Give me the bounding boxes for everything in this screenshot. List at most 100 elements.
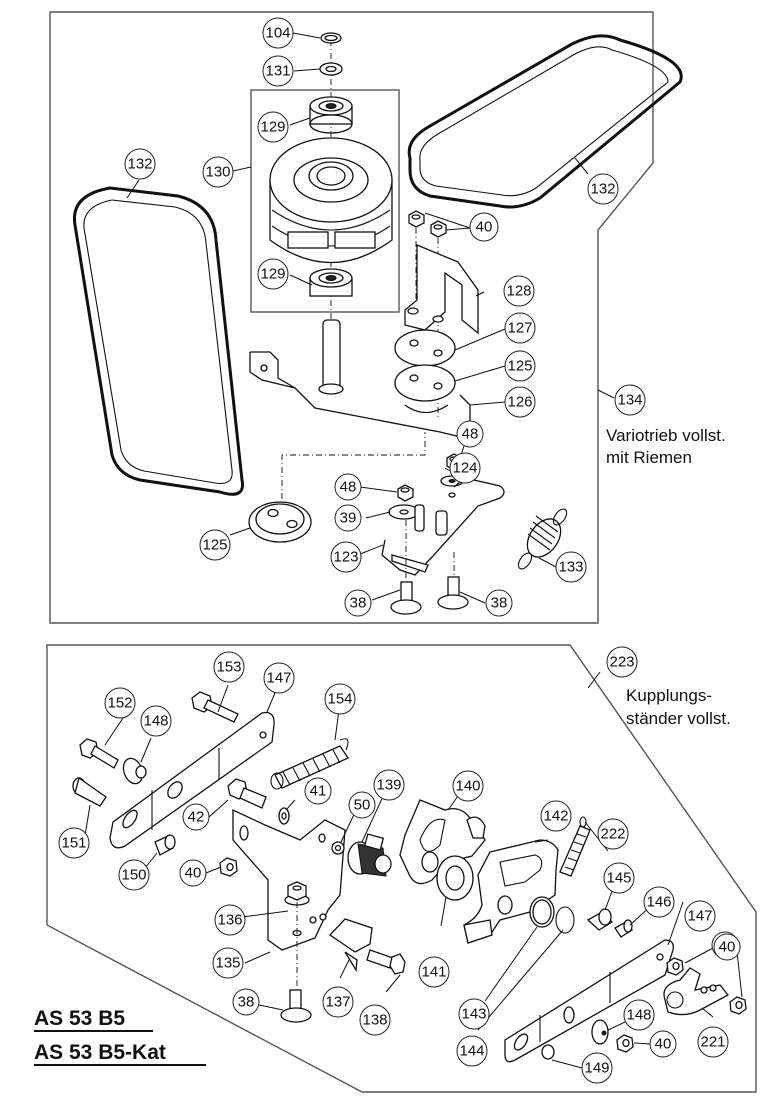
callout: 41 [304, 777, 332, 805]
callout: 142 [540, 800, 572, 832]
assembly-guide-line [281, 432, 426, 512]
assembly-description-line-1: Kupplungs- [626, 686, 712, 705]
bracket-part [404, 244, 479, 335]
hex-nut-part [729, 996, 747, 1015]
callout: 223 [606, 646, 638, 678]
lock-washer-part [541, 1044, 555, 1060]
bearing-lower-part [309, 268, 353, 297]
callout: 104 [262, 17, 294, 49]
callout: 125 [504, 350, 536, 382]
hole-detail [309, 916, 317, 924]
callout: 127 [504, 312, 536, 344]
callout: 139 [373, 769, 405, 801]
callout-number: 150 [121, 867, 146, 884]
callout-number: 129 [260, 119, 285, 136]
callout-number: 132 [127, 156, 152, 173]
callout-number: 139 [376, 777, 401, 794]
hole-detail [319, 913, 327, 921]
callout-number: 123 [333, 549, 358, 566]
callout-number: 42 [188, 809, 205, 826]
callout: 143 [458, 998, 490, 1030]
callout-number: 127 [507, 320, 532, 337]
callout: 38 [232, 988, 260, 1016]
callout: 137 [322, 986, 354, 1018]
callout: 130 [202, 156, 234, 188]
callout: 39 [334, 504, 362, 532]
tension-lever-part [381, 477, 505, 576]
spacer-part [614, 919, 633, 938]
callout-number: 38 [238, 994, 255, 1011]
callout-number: 152 [107, 695, 132, 712]
pulley-shaft-part [318, 319, 344, 395]
callout-number: 125 [202, 537, 227, 554]
callout-number: 124 [452, 460, 477, 477]
callout: 131 [262, 55, 294, 87]
callout-number: 153 [216, 659, 241, 676]
callout-number: 128 [506, 283, 531, 300]
cable-clamp-part [663, 967, 729, 1016]
callout-number: 140 [455, 778, 480, 795]
callout: 38 [344, 589, 372, 617]
clutch-plate-part [463, 839, 559, 944]
callout-number: 129 [260, 266, 285, 283]
v-belt-right-part [407, 34, 683, 209]
callout-number: 137 [325, 994, 350, 1011]
assembly-description-line-2: ständer vollst. [626, 709, 731, 728]
callout-number: 39 [340, 510, 357, 527]
lock-washer-part [331, 841, 345, 855]
callout: 153 [213, 651, 245, 683]
callout-number: 141 [421, 964, 446, 981]
callout-number: 40 [655, 1036, 672, 1053]
callout-number: 131 [265, 63, 290, 80]
extension-spring-part [270, 738, 349, 790]
assembly-frame-bottom [46, 644, 757, 1093]
callout: 149 [581, 1052, 613, 1084]
callout-number: 144 [459, 1043, 484, 1060]
disc-part [394, 364, 456, 414]
callout: 129 [257, 258, 289, 290]
hex-bolt-part [191, 691, 239, 723]
model-label: AS 53 B5-Kat [34, 1041, 166, 1064]
callout: 145 [603, 862, 635, 894]
callout: 134 [614, 384, 646, 416]
callout-number: 38 [491, 595, 508, 612]
callout-number: 48 [340, 479, 357, 496]
callout-number: 50 [354, 797, 371, 814]
callout-number: 133 [558, 559, 583, 576]
hex-nut-part [616, 1034, 634, 1053]
callout: 141 [418, 956, 450, 988]
spacer-part [154, 834, 176, 856]
callout: 48 [456, 420, 484, 448]
callout: 148 [623, 999, 655, 1031]
callout: 150 [118, 859, 150, 891]
callout-number: 151 [61, 835, 86, 852]
callout-number: 147 [266, 670, 291, 687]
callout: 154 [324, 683, 356, 715]
callout-number: 132 [590, 181, 615, 198]
callout-number: 40 [185, 865, 202, 882]
hex-nut-part [666, 957, 684, 976]
callout: 126 [504, 386, 536, 418]
clamp-clip-part [329, 918, 373, 972]
callout-number: 148 [626, 1007, 651, 1024]
callout: 222 [597, 818, 629, 850]
callout: 129 [257, 111, 289, 143]
callout: 124 [449, 452, 481, 484]
hex-nut-part [408, 210, 447, 238]
callout-number: 149 [584, 1060, 609, 1077]
bearing-upper-part [309, 96, 353, 134]
callout-number: 130 [205, 164, 230, 181]
spring-small-part [414, 504, 448, 536]
variable-pulley-part [269, 137, 393, 264]
clutch-stand-bracket-part [232, 808, 346, 951]
assembly-kupplungsstaender: 223 153 147 152 148 154 151 42 41 50 139… [46, 644, 757, 1093]
disc-lower-part [248, 501, 312, 543]
assembly-description-line-2: mit Riemen [606, 448, 692, 467]
assembly-description-line-1: Variotrieb vollst. [606, 426, 726, 445]
callout: 132 [124, 148, 156, 180]
callout-number: 38 [350, 595, 367, 612]
callout: 132 [587, 173, 619, 205]
callout: 148 [140, 705, 172, 737]
callout: 140 [452, 770, 484, 802]
